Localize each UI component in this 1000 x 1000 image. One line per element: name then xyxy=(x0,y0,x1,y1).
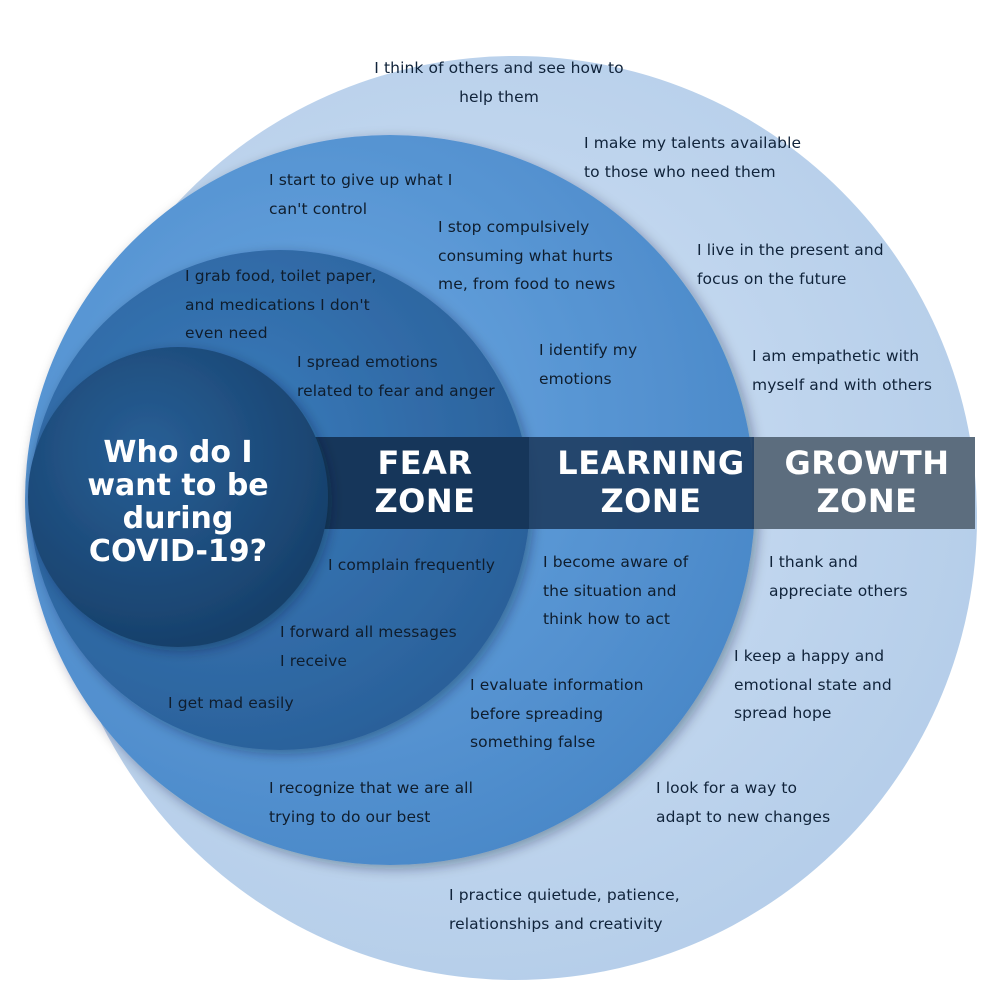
growth-item-empathetic: I am empathetic with myself and with oth… xyxy=(752,347,933,394)
growth-item-talents: I make my talents available to those who… xyxy=(584,134,802,181)
fear-item-forward-messages: I forward all messages I receive xyxy=(280,623,457,670)
learning-item-become-aware: I become aware of the situation and thin… xyxy=(543,553,689,628)
growth-zone-title: GROWTH ZONE xyxy=(784,444,950,520)
growth-item-present: I live in the present and focus on the f… xyxy=(697,241,884,288)
growth-item-adapt: I look for a way to adapt to new changes xyxy=(656,779,831,826)
learning-item-recognize: I recognize that we are all trying to do… xyxy=(269,779,473,826)
center-question: Who do I want to be during COVID-19? xyxy=(87,435,269,569)
learning-item-stop-consuming: I stop compulsively consuming what hurts… xyxy=(438,218,616,293)
growth-item-happy: I keep a happy and emotional state and s… xyxy=(734,647,892,722)
fear-item-get-mad: I get mad easily xyxy=(168,694,294,712)
fear-band xyxy=(300,437,529,529)
learning-band xyxy=(528,437,754,529)
center-circle xyxy=(28,347,328,647)
fear-item-spread-emotions: I spread emotions related to fear and an… xyxy=(297,353,495,400)
learning-item-give-up: I start to give up what I can't control xyxy=(269,171,453,218)
growth-item-quietude: I practice quietude, patience, relations… xyxy=(449,886,680,933)
fear-zone-title: FEAR ZONE xyxy=(374,444,476,520)
learning-zone-title: LEARNING ZONE xyxy=(557,444,745,520)
growth-band xyxy=(752,437,975,529)
fear-item-grab-food: I grab food, toilet paper, and medicatio… xyxy=(185,267,377,342)
growth-item-thank: I thank and appreciate others xyxy=(769,553,908,600)
growth-item-think-of-others: I think of others and see how to help th… xyxy=(374,59,624,106)
fear-item-complain: I complain frequently xyxy=(328,556,496,574)
learning-item-evaluate-info: I evaluate information before spreading … xyxy=(470,676,644,751)
learning-item-identify-emotions: I identify my emotions xyxy=(539,341,638,388)
